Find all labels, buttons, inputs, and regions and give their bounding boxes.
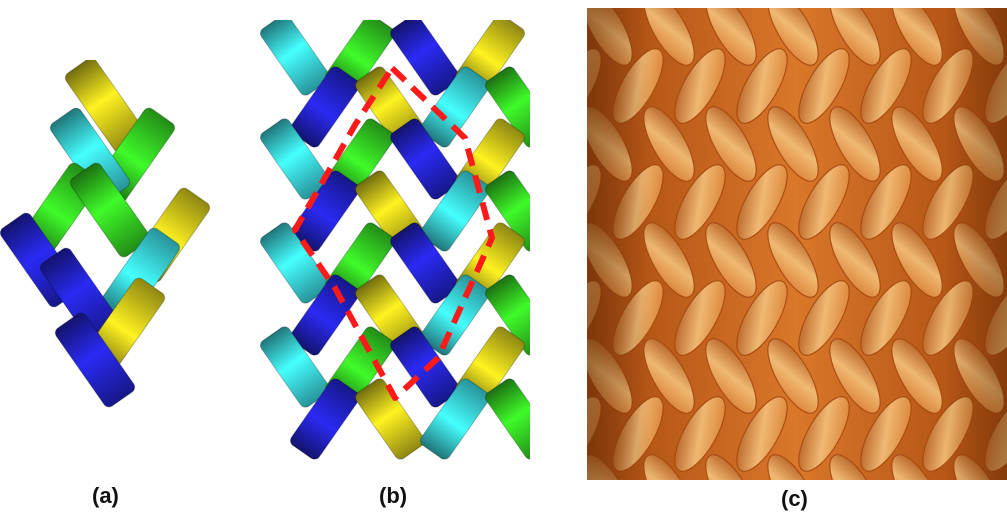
weave-strip (54, 312, 136, 408)
weave-strip (484, 274, 530, 356)
panel-c-label: (c) (781, 486, 808, 511)
panel-c-braided-fiber-photo (587, 8, 1007, 480)
weave-strip (484, 66, 530, 148)
panel-a-label: (a) (92, 483, 119, 508)
weave-strip (354, 378, 426, 460)
panel-a-unit-cell (0, 60, 215, 420)
weave-strip (484, 170, 530, 252)
cylinder-shading (587, 8, 1007, 480)
weave-strip (289, 378, 361, 460)
weave-strip (484, 378, 530, 460)
repeated-weave-illustration (260, 20, 530, 460)
weave-strip (419, 378, 491, 460)
unit-cell-dashed-outline (292, 65, 495, 401)
unit-cell-weave-illustration (0, 60, 211, 408)
panel-b-repeated-weave (260, 20, 530, 460)
braided-fiber-photo-image (587, 8, 1007, 480)
panel-b-label: (b) (379, 483, 408, 508)
